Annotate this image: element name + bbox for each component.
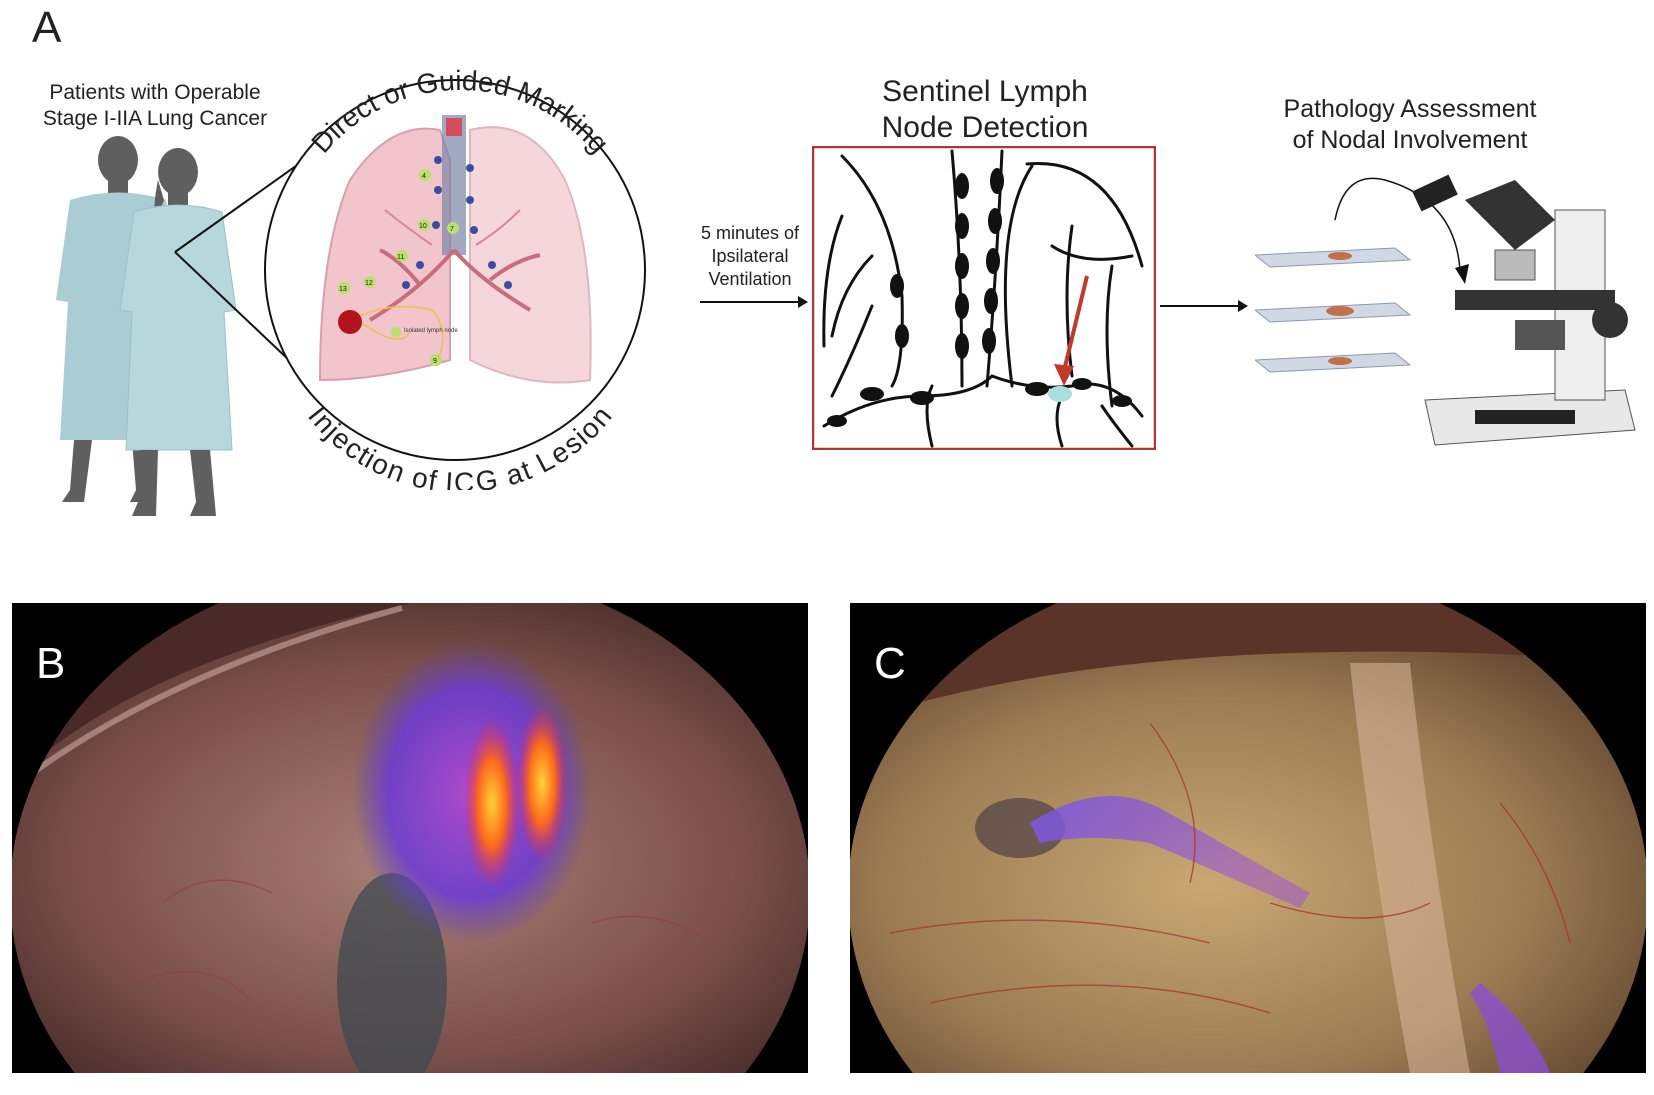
patients-label: Patients with Operable Stage I-IIA Lung … (20, 80, 290, 132)
arrow-to-pathology (1160, 300, 1248, 312)
isolated-node-callout: Isolated lymph node (404, 328, 458, 334)
node-number-10: 10 (419, 223, 427, 230)
sentinel-label-line-2: Node Detection (881, 111, 1089, 144)
sentinel-detection-box (812, 146, 1156, 450)
female-patient-figure (119, 148, 237, 516)
patients-label-line-2: Stage I-IIA Lung Cancer (42, 107, 268, 130)
pathology-label: Pathology Assessment of Nodal Involvemen… (1240, 94, 1580, 156)
ventilation-label-line-1: 5 minutes of (700, 223, 800, 243)
lung-magnifier: 4 7 10 11 12 13 9 Isolated lymph node Di… (174, 65, 646, 490)
node-number-4: 4 (422, 173, 426, 180)
node-number-9: 9 (433, 358, 437, 365)
sentinel-label-line-1: Sentinel Lymph (882, 75, 1088, 108)
pathology-label-line-1: Pathology Assessment (1283, 95, 1537, 123)
icg-lymphatic-channel (1030, 796, 1310, 908)
node-number-7: 7 (450, 226, 454, 233)
panel-c-photo (850, 603, 1646, 1073)
slide-1 (1255, 247, 1412, 268)
icg-lower-signal (1470, 983, 1550, 1073)
microscope (1412, 174, 1636, 446)
ventilation-label: 5 minutes of Ipsilateral Ventilation (690, 222, 810, 291)
icg-hot-signal-2 (516, 703, 568, 863)
dark-lesion-shadow (337, 873, 447, 1073)
panel-c-letter: C (874, 639, 906, 688)
patients-illustration (56, 136, 237, 516)
ventilation-label-line-3: Ventilation (708, 269, 792, 289)
panel-b-letter: B (36, 639, 66, 688)
slide-2 (1255, 302, 1412, 323)
sentinel-pointer-arrow (1062, 275, 1089, 372)
ventilation-label-line-2: Ipsilateral (711, 246, 789, 266)
panel-a-letter: A (32, 3, 62, 52)
sentinel-node (1048, 386, 1072, 402)
node-number-11: 11 (397, 254, 404, 261)
sentinel-label: Sentinel Lymph Node Detection (830, 74, 1140, 146)
node-number-13: 13 (339, 286, 347, 293)
dark-node-area (975, 798, 1065, 858)
panel-b-photo (12, 603, 808, 1073)
tumor-lesion (338, 310, 362, 334)
arrow-to-detection (700, 296, 808, 308)
icg-hot-signal-1 (464, 718, 520, 888)
node-number-12: 12 (365, 280, 373, 287)
pathology-label-line-2: of Nodal Involvement (1292, 126, 1528, 154)
pathology-illustration (1255, 174, 1636, 446)
lung-drawing: 4 7 10 11 12 13 9 Isolated lymph node (318, 115, 592, 384)
zoom-line-top (174, 155, 311, 253)
slide-3 (1255, 352, 1412, 373)
patients-label-line-1: Patients with Operable (49, 81, 261, 104)
